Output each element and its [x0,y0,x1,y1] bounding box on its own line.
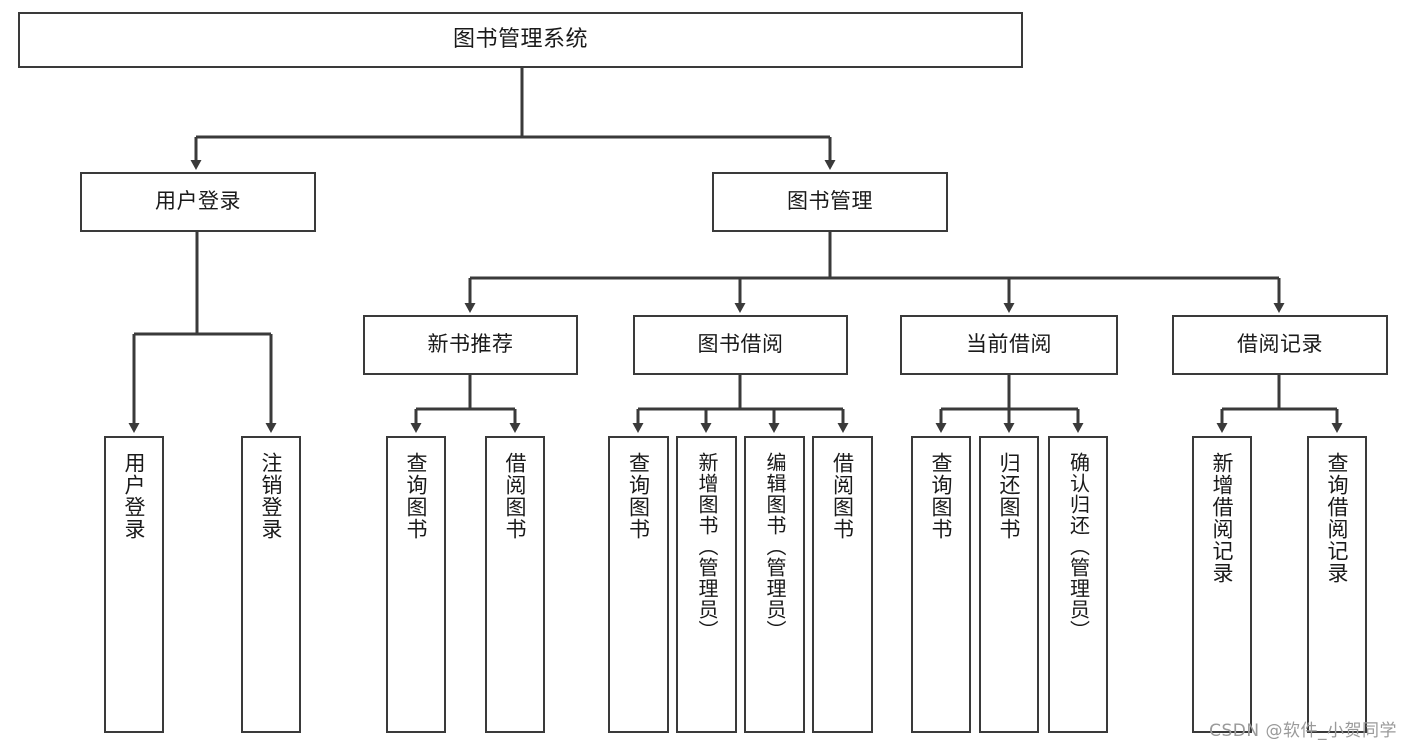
node-label: 借阅图书 [830,452,855,540]
node-label: 图书借阅 [697,332,784,357]
leaf-user-login[interactable]: 用户登录 [104,436,164,733]
leaf-borrow-book[interactable]: 借阅图书 [812,436,873,733]
leaf-user-logout[interactable]: 注销登录 [241,436,301,733]
node-borrow-record[interactable]: 借阅记录 [1172,315,1388,375]
node-label: 新书推荐 [427,332,514,357]
node-label: 当前借阅 [966,332,1052,357]
node-label: 查询图书 [929,452,954,540]
leaf-query-borrow-record[interactable]: 查询借阅记录 [1307,436,1367,733]
leaf-add-borrow-record[interactable]: 新增借阅记录 [1192,436,1252,733]
leaf-edit-book-admin[interactable]: 编辑图书（管理员） [744,436,805,733]
node-label: 新增图书（管理员） [695,452,719,641]
node-label: 新增借阅记录 [1210,452,1235,584]
csdn-watermark: CSDN @软件_小贺同学 [1209,721,1397,741]
node-label: 借阅记录 [1237,332,1323,357]
leaf-confirm-return-admin[interactable]: 确认归还（管理员） [1048,436,1108,733]
node-label: 确认归还（管理员） [1066,452,1091,641]
leaf-borrow-book-new[interactable]: 借阅图书 [485,436,545,733]
leaf-return-book[interactable]: 归还图书 [979,436,1039,733]
leaf-add-book-admin[interactable]: 新增图书（管理员） [676,436,737,733]
node-label: 图书管理系统 [452,26,588,52]
node-current-borrow[interactable]: 当前借阅 [900,315,1118,375]
node-root-system[interactable]: 图书管理系统 [18,12,1023,68]
node-label: 查询图书 [404,452,429,540]
node-new-book-recommend[interactable]: 新书推荐 [363,315,578,375]
node-user-login[interactable]: 用户登录 [80,172,316,232]
node-label: 借阅图书 [503,452,528,540]
node-label: 注销登录 [259,452,284,540]
leaf-query-book-borrow[interactable]: 查询图书 [608,436,669,733]
node-label: 归还图书 [997,452,1022,540]
node-label: 用户登录 [122,452,147,540]
node-book-management[interactable]: 图书管理 [712,172,948,232]
node-label: 查询借阅记录 [1325,452,1350,584]
node-label: 用户登录 [155,189,241,214]
node-label: 编辑图书（管理员） [763,452,787,641]
leaf-query-book-new[interactable]: 查询图书 [386,436,446,733]
leaf-query-book-current[interactable]: 查询图书 [911,436,971,733]
node-book-borrow[interactable]: 图书借阅 [633,315,848,375]
node-label: 图书管理 [787,189,873,214]
node-label: 查询图书 [626,452,651,540]
